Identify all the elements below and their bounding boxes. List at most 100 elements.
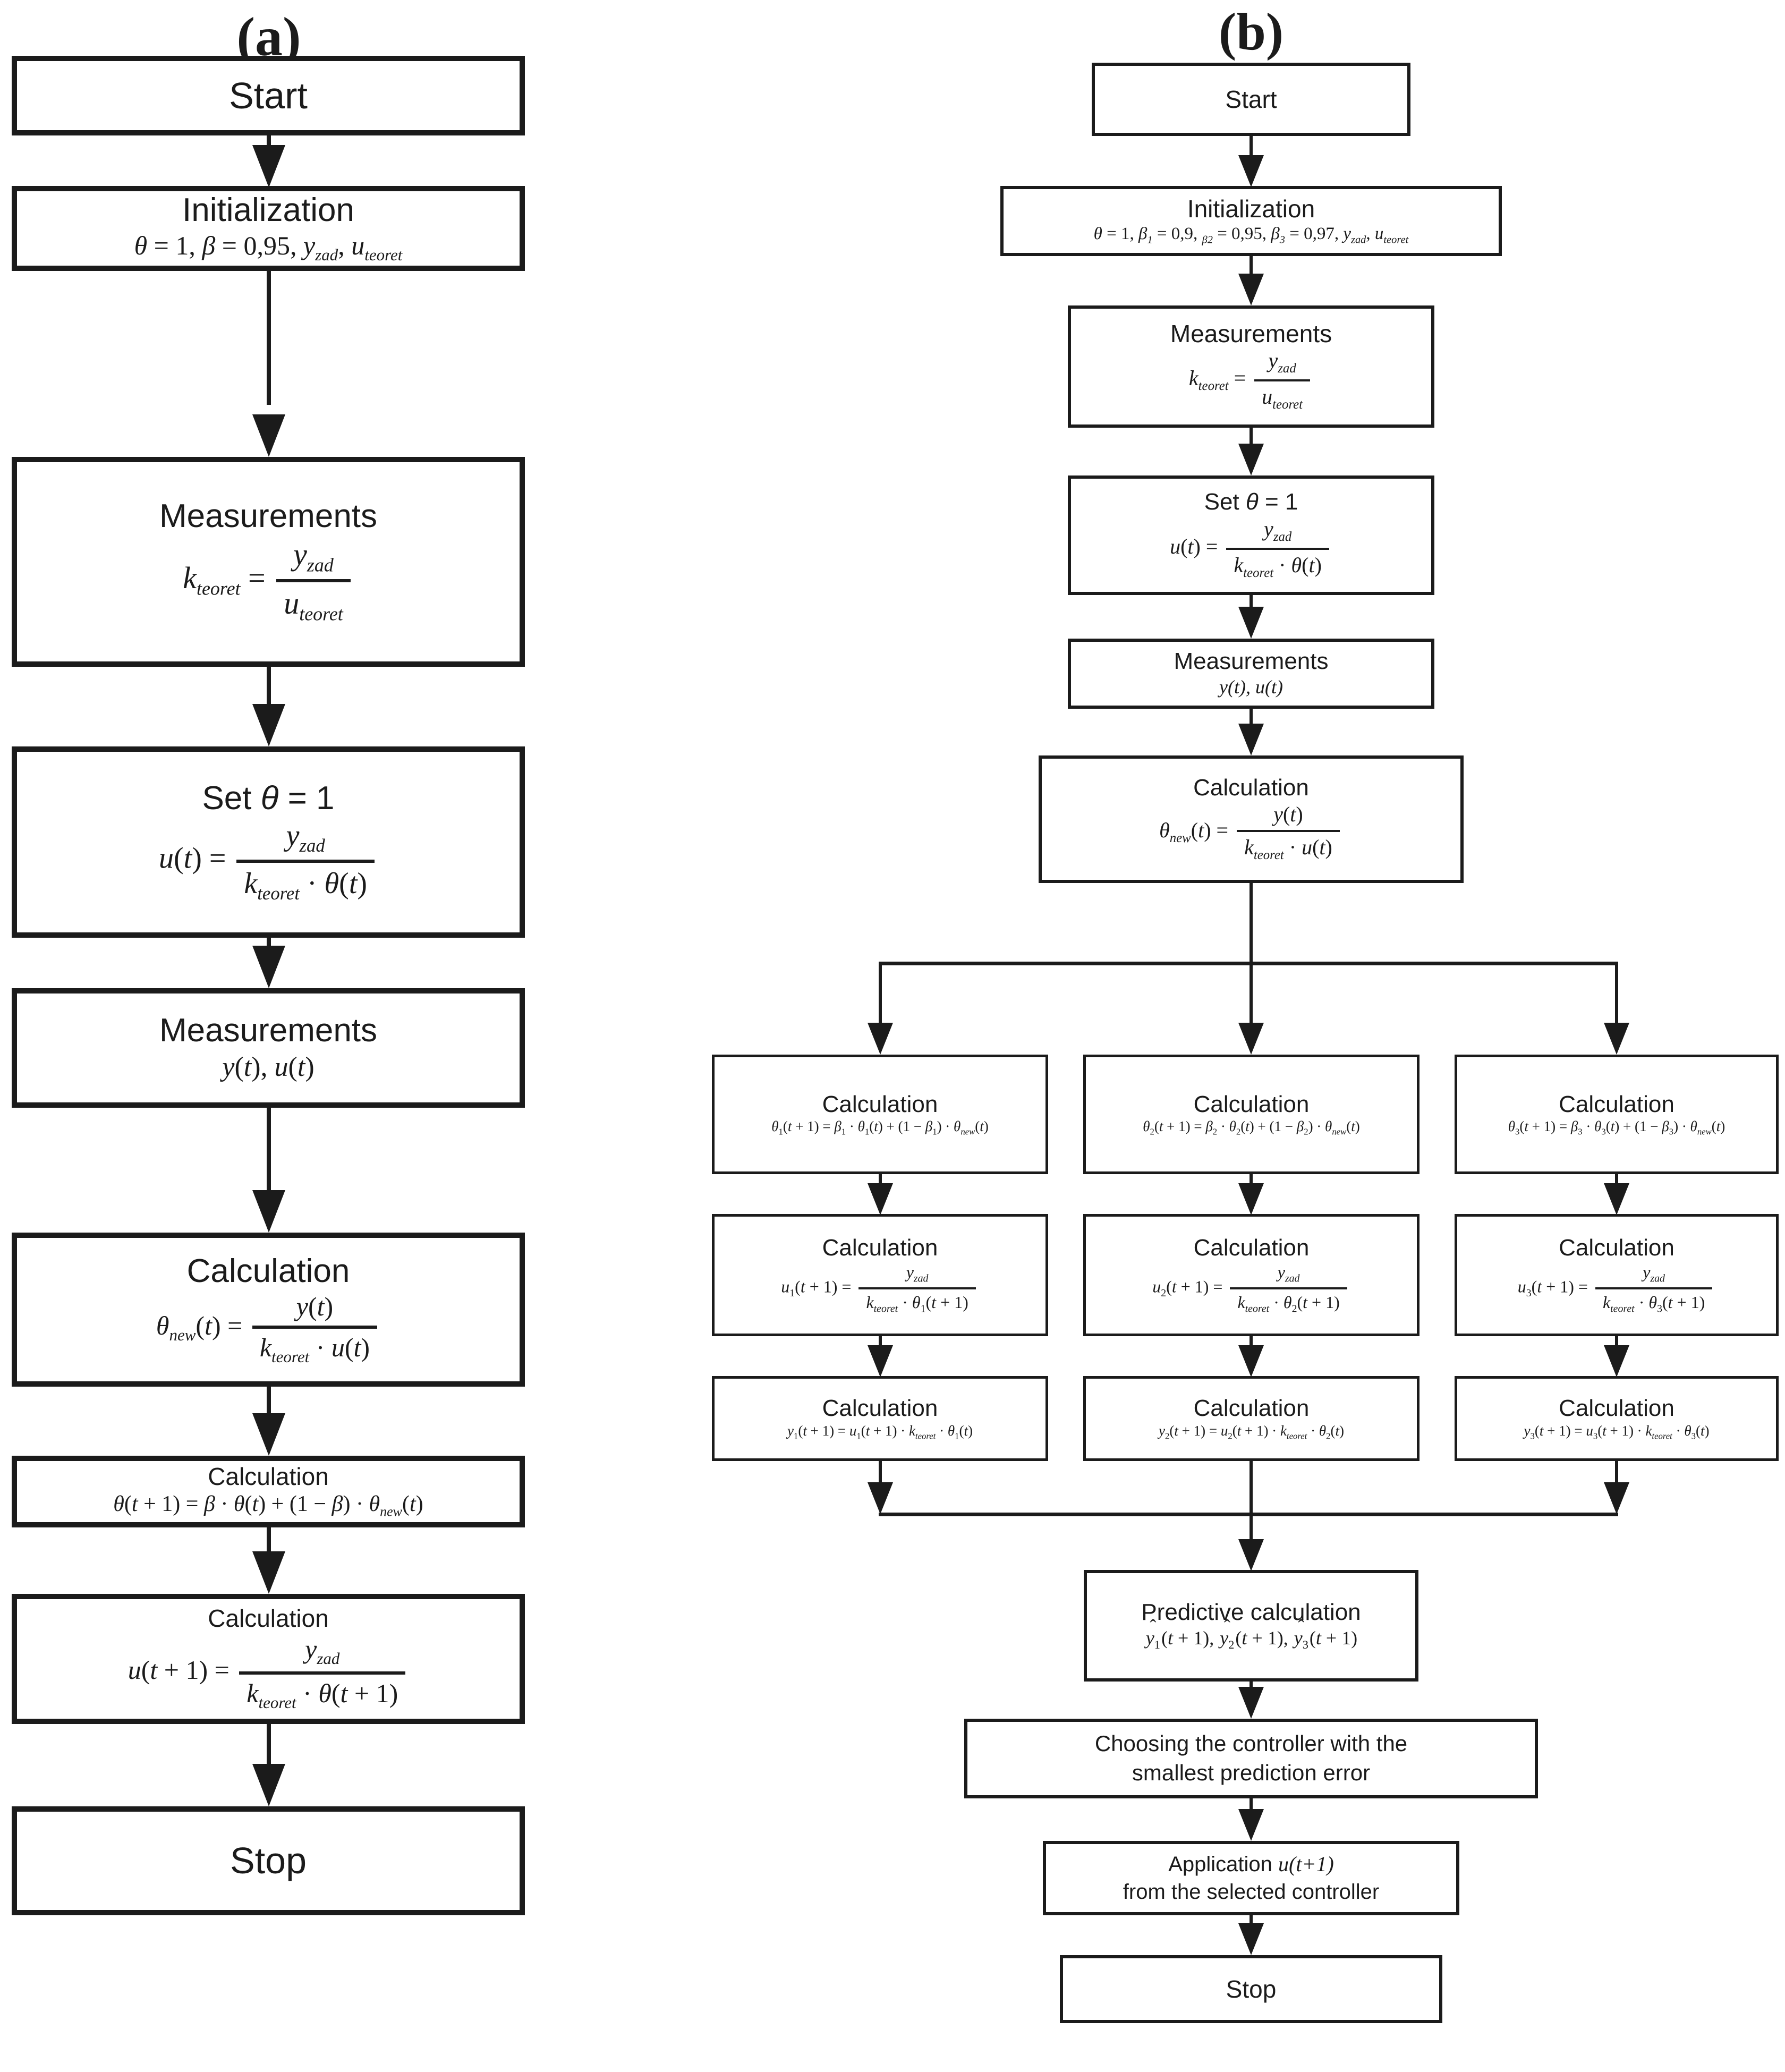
node-title: Calculation <box>1193 1395 1310 1422</box>
panel-a-label: (a) <box>236 6 301 67</box>
flow-node-a-calculation-thetanew: Calculation θnew(t) = y(t)kteoret · u(t) <box>12 1233 525 1387</box>
flow-node-b-branch2-theta: Calculation θ2(t + 1) = β2 · θ2(t) + (1 … <box>1083 1055 1420 1174</box>
arrow-down-icon <box>868 1345 893 1377</box>
flow-node-b-branch3-y: Calculation y3(t + 1) = u3(t + 1) · kteo… <box>1455 1376 1779 1461</box>
node-title: Measurements <box>159 498 378 535</box>
flow-node-a-start: Start <box>12 56 525 135</box>
arrow-down-icon <box>252 145 285 188</box>
arrow-down-icon <box>868 1482 893 1514</box>
node-formula: θnew(t) = y(t)kteoret · u(t) <box>1159 801 1343 864</box>
arrow-shaft <box>1250 1915 1253 1924</box>
arrow-down-icon <box>868 1183 893 1215</box>
arrow-shaft <box>1615 1461 1618 1483</box>
arrow-shaft <box>879 965 882 1023</box>
node-title: Stop <box>1226 1975 1277 2003</box>
node-title: Initialization <box>182 191 354 228</box>
node-title: Initialization <box>1187 194 1315 223</box>
arrow-shaft <box>267 1724 271 1765</box>
node-title: Calculation <box>1559 1234 1674 1261</box>
arrow-shaft <box>267 1387 271 1414</box>
arrow-shaft <box>1250 1336 1253 1345</box>
arrow-shaft <box>267 271 271 405</box>
flow-node-b-calculation-thetanew: Calculation θnew(t) = y(t)kteoret · u(t) <box>1039 755 1464 883</box>
flow-node-b-stop: Stop <box>1060 1955 1442 2023</box>
arrow-down-icon <box>1238 607 1264 639</box>
arrow-down-icon <box>1238 274 1264 305</box>
node-title: Calculation <box>208 1462 329 1490</box>
node-formula: y2(t + 1) = u2(t + 1) · kteoret · θ2(t) <box>1159 1422 1344 1441</box>
node-formula: θ(t + 1) = β · θ(t) + (1 − β) · θnew(t) <box>113 1492 423 1519</box>
arrow-down-icon <box>1238 1539 1264 1571</box>
node-formula: θ = 1, β1 = 0,9, β2 = 0,95, β3 = 0,97, y… <box>1093 224 1409 246</box>
node-formula: θ3(t + 1) = β3 · θ3(t) + (1 − β3) · θnew… <box>1508 1118 1726 1137</box>
node-title: Stop <box>230 1840 307 1882</box>
arrow-down-icon <box>252 1764 285 1806</box>
node-formula: θ = 1, β = 0,95, yzad, uteoret <box>134 231 403 265</box>
arrow-shaft <box>1250 1798 1253 1810</box>
flow-node-b-initialization: Initialization θ = 1, β1 = 0,9, β2 = 0,9… <box>1000 186 1502 256</box>
arrow-down-icon <box>1604 1345 1629 1377</box>
node-title: Set θ = 1 <box>202 779 335 817</box>
flow-node-b-branch3-theta: Calculation θ3(t + 1) = β3 · θ3(t) + (1 … <box>1455 1055 1779 1174</box>
arrow-down-icon <box>1604 1023 1629 1055</box>
arrow-shaft <box>879 1336 882 1345</box>
flow-node-b-branch2-y: Calculation y2(t + 1) = u2(t + 1) · kteo… <box>1083 1376 1420 1461</box>
arrow-down-icon <box>252 1190 285 1233</box>
arrow-down-icon <box>1238 155 1264 187</box>
arrow-shaft <box>1250 1174 1253 1183</box>
node-formula: θnew(t) = y(t)kteoret · u(t) <box>156 1290 380 1367</box>
arrow-shaft <box>1615 1174 1618 1183</box>
flow-node-b-measurements-yu: Measurements y(t), u(t) <box>1068 639 1434 709</box>
panel-b-label: (b) <box>1218 2 1284 61</box>
flow-node-b-predictive-calculation: Predictive calculation y1(t + 1), y2(t +… <box>1084 1570 1418 1682</box>
node-formula: y1(t + 1) = u1(t + 1) · kteoret · θ1(t) <box>787 1422 973 1441</box>
arrow-down-icon <box>1238 1023 1264 1055</box>
node-formula: y3(t + 1) = u3(t + 1) · kteoret · θ3(t) <box>1524 1422 1710 1441</box>
flow-node-b-branch1-y: Calculation y1(t + 1) = u1(t + 1) · kteo… <box>712 1376 1048 1461</box>
arrow-shaft <box>1250 256 1253 274</box>
arrow-down-icon <box>1238 724 1264 755</box>
node-title: Calculation <box>822 1234 938 1261</box>
arrow-down-icon <box>252 704 285 746</box>
split-horizontal-line <box>879 962 1618 965</box>
arrow-down-icon <box>1238 1345 1264 1377</box>
node-title: Predictive calculation <box>1141 1599 1361 1626</box>
arrow-down-icon <box>252 946 285 988</box>
arrow-down-icon <box>1604 1183 1629 1215</box>
arrow-shaft <box>1615 1336 1618 1345</box>
split-stem-line <box>1250 883 1253 962</box>
arrow-down-icon <box>1238 1687 1264 1719</box>
node-title: Calculation <box>1193 1091 1310 1117</box>
arrow-shaft <box>1250 1682 1253 1689</box>
arrow-shaft <box>1250 1461 1253 1539</box>
node-title: Measurements <box>159 1012 378 1049</box>
node-formula: y(t), u(t) <box>1219 676 1283 698</box>
arrow-shaft <box>267 667 271 705</box>
arrow-down-icon <box>252 1413 285 1456</box>
node-title: Calculation <box>208 1604 329 1633</box>
merge-horizontal-line <box>879 1513 1618 1516</box>
arrow-shaft <box>267 1527 271 1552</box>
arrow-down-icon <box>1238 444 1264 475</box>
node-title: Start <box>229 74 308 116</box>
flow-node-b-application: Application u(t+1)from the selected cont… <box>1043 1841 1459 1915</box>
node-title: Measurements <box>1174 648 1329 675</box>
flow-node-a-stop: Stop <box>12 1806 525 1915</box>
flow-node-a-calculation-theta-update: Calculation θ(t + 1) = β · θ(t) + (1 − β… <box>12 1456 525 1527</box>
